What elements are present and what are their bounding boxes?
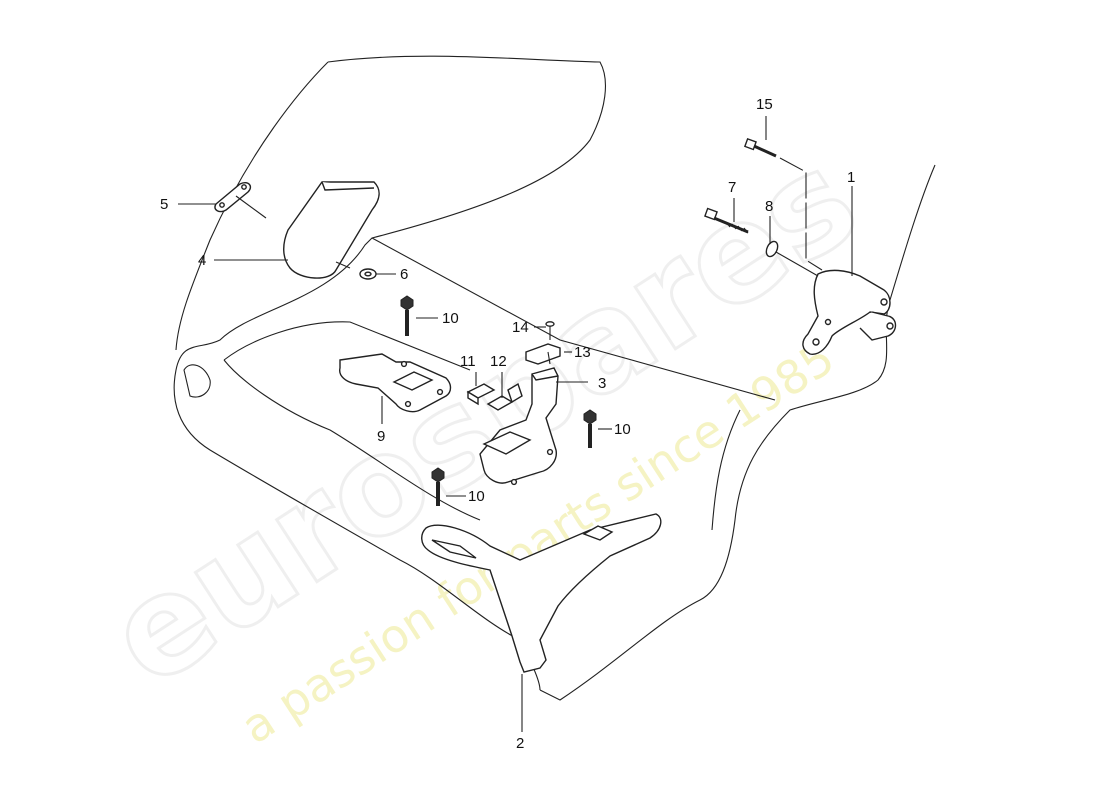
part-7-bolt [704, 207, 749, 234]
leader-lines [178, 116, 853, 732]
part-6-washer [359, 268, 377, 280]
callout-4: 4 [198, 252, 206, 269]
part-10-bolt-c [431, 467, 445, 506]
callout-10-lower: 10 [468, 488, 485, 505]
callout-1: 1 [847, 169, 855, 186]
part-5-bracket [214, 182, 267, 219]
part-13-cap [525, 343, 561, 365]
callout-2: 2 [516, 735, 524, 752]
part-10-bolt-a [400, 295, 414, 336]
callout-5: 5 [160, 196, 168, 213]
part-1-bracket [802, 269, 897, 355]
callout-14: 14 [512, 319, 529, 336]
callout-9: 9 [377, 428, 385, 445]
callout-10-upper: 10 [442, 310, 459, 327]
part-15-bolt [743, 137, 777, 158]
part-2-bracket [421, 513, 662, 673]
callout-8: 8 [765, 198, 773, 215]
callout-12: 12 [490, 353, 507, 370]
part-11-block [466, 383, 496, 406]
part-10-bolt-b [583, 409, 597, 448]
callout-13: 13 [574, 344, 591, 361]
callout-15: 15 [756, 96, 773, 113]
part-14-screw [545, 321, 555, 340]
callout-6: 6 [400, 266, 408, 283]
part-12-clip [486, 382, 523, 411]
part-8-washer [765, 240, 779, 258]
part-3-mount [479, 367, 559, 486]
callout-11: 11 [460, 353, 476, 370]
callout-3: 3 [598, 375, 606, 392]
body-outline [173, 55, 936, 701]
part-4-pad [283, 181, 380, 279]
callout-7: 7 [728, 179, 736, 196]
watermark: eurospares a passion for parts since 198… [80, 119, 884, 754]
part-9-mount [339, 353, 452, 413]
callout-10-right: 10 [614, 421, 631, 438]
callouts: 1 2 3 4 5 6 7 8 9 10 10 10 11 12 13 14 1… [160, 96, 855, 752]
